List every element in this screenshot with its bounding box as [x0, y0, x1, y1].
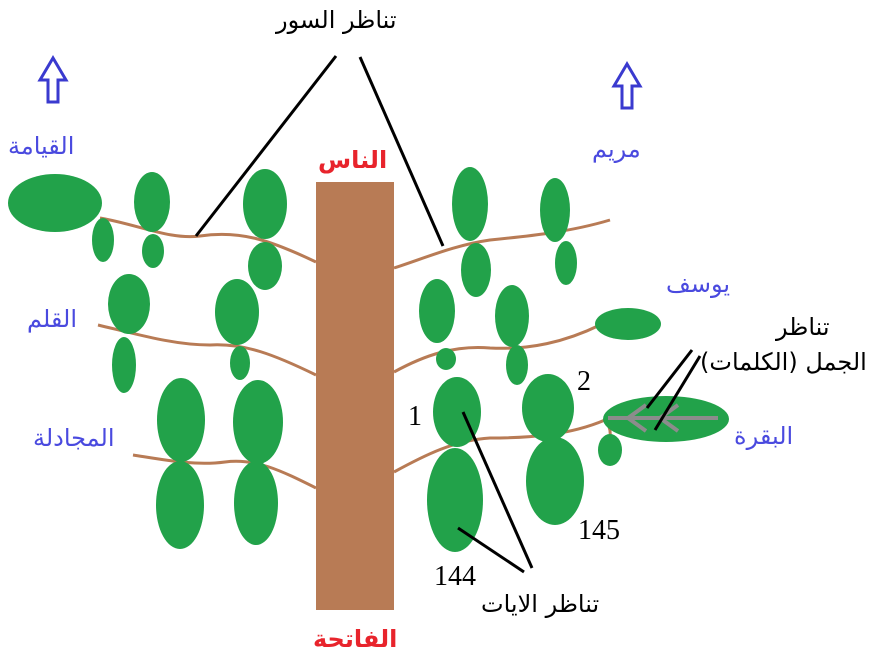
trunk-bottom-label: الفاتحة [313, 625, 398, 653]
leaf [215, 279, 259, 345]
branches [97, 216, 612, 490]
leaf [419, 279, 455, 343]
trunk-top-label: الناس [318, 146, 388, 174]
branch-right-1 [393, 218, 611, 270]
up-arrow-icon [37, 55, 69, 104]
leaf [248, 242, 282, 290]
pointer-lines [194, 55, 702, 574]
leaf [108, 274, 150, 334]
leaf [452, 167, 488, 241]
sentence-symmetry-label-2: الجمل (الكلمات) [700, 348, 867, 376]
branch-left-3 [132, 453, 317, 490]
pointer-surah-right [358, 56, 445, 247]
up-arrow-icon [611, 61, 643, 110]
branch-label-mujadilah: المجادلة [33, 424, 115, 452]
leaf [230, 346, 250, 380]
trunk [316, 182, 394, 610]
leaf [156, 461, 204, 549]
leaf [436, 348, 456, 370]
branch-left-2 [97, 323, 317, 377]
branch-left-1 [99, 216, 317, 264]
leaf-yusuf [595, 308, 661, 340]
pointer-sentence-1 [645, 349, 694, 409]
sentence-symmetry-label-1: تناظر [776, 313, 830, 341]
leaf [92, 218, 114, 262]
pointer-surah-left [194, 55, 338, 237]
leaf-qiyamah [8, 174, 102, 232]
pointer-verse-1 [461, 411, 534, 569]
verse-number-1: 1 [408, 401, 422, 432]
leaf-verse-145 [526, 437, 584, 525]
leaf [506, 345, 528, 385]
verse-number-145: 145 [578, 515, 620, 546]
branch-label-baqarah: البقرة [734, 422, 794, 450]
leaf [233, 380, 283, 464]
leaf-verse-2 [522, 374, 574, 442]
leaf [555, 241, 577, 285]
leaf [142, 234, 164, 268]
branch-right-3 [393, 418, 606, 474]
leaf-verse-1 [433, 377, 481, 447]
branch-label-maryam: مريم [592, 135, 641, 163]
leaf [461, 243, 491, 297]
branch-label-qiyamah: القيامة [8, 132, 75, 160]
pointer-sentence-2 [653, 355, 702, 431]
leaf-verse-144 [427, 448, 483, 552]
verse-number-2: 2 [577, 366, 591, 397]
leaf [157, 378, 205, 462]
branch-label-qalam: القلم [27, 305, 78, 333]
surah-symmetry-label: تناظر السور [276, 6, 397, 34]
branch-label-yusuf: يوسف [666, 270, 731, 298]
verse-symmetry-label: تناظر الايات [481, 590, 600, 618]
leaf [495, 285, 529, 347]
leaf [234, 461, 278, 545]
leaf [243, 169, 287, 239]
leaf [134, 172, 170, 232]
leaves [8, 167, 729, 552]
verse-number-144: 144 [434, 561, 476, 592]
branch-right-2 [393, 323, 601, 374]
leaf [540, 178, 570, 242]
leaf [112, 337, 136, 393]
leaf [598, 434, 622, 466]
pointer-verse-2 [457, 526, 525, 574]
